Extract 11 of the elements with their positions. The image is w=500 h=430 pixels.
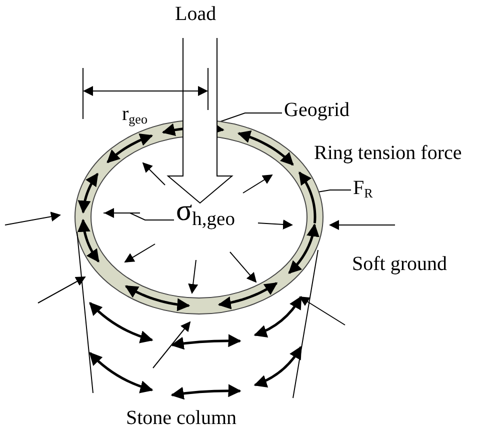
load-label: Load [175, 4, 216, 24]
stress-symbol: σ$_{h,geo}$ [176, 196, 235, 230]
ground-label: Soft ground [352, 254, 447, 274]
column-label: Stone column [126, 408, 237, 428]
leader-line [220, 112, 282, 122]
part-label: Geogrid [284, 100, 350, 120]
force-symbol: F$_{R}$ [353, 178, 373, 200]
radius-label: r$_{geo}$ [122, 104, 148, 126]
leader-line [318, 190, 352, 192]
leader-line [103, 212, 174, 220]
force-label: Ring tension force [314, 143, 462, 163]
